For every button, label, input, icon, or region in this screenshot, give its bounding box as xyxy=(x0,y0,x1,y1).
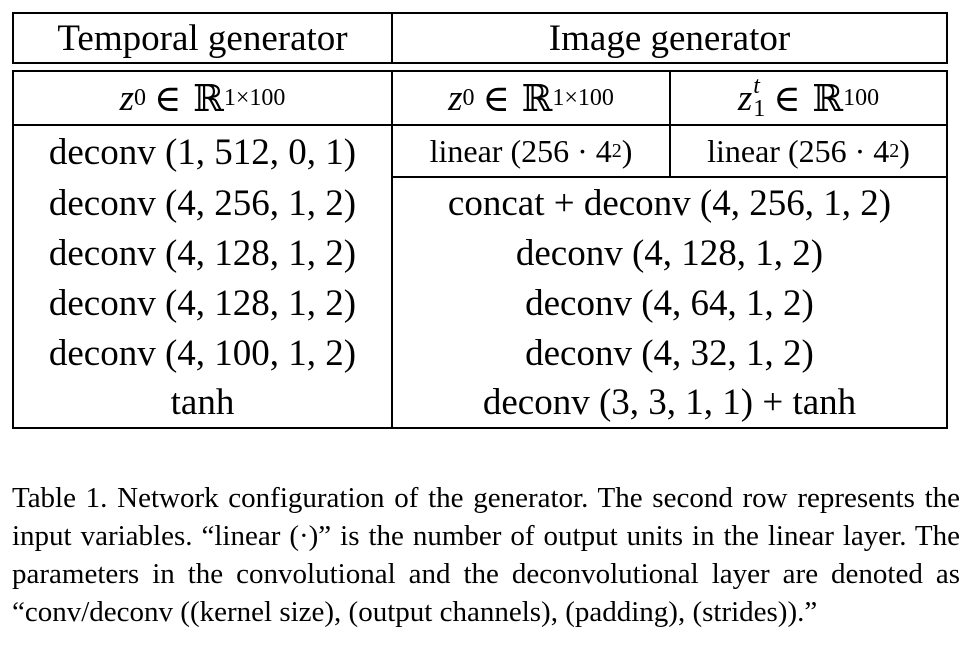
temporal-generator-header: Temporal generator xyxy=(57,17,348,59)
image-time-input-sup: 100 xyxy=(843,85,880,111)
temporal-input-set: ∈ ℝ xyxy=(153,76,224,120)
image-input-sup: 1×100 xyxy=(552,85,614,111)
image-time-input-set: ∈ ℝ xyxy=(773,76,844,120)
image-linear-left-close: ) xyxy=(621,133,633,169)
image-time-input-sup-letter: t xyxy=(753,73,760,100)
temporal-layer-4: deconv (4, 128, 1, 2) xyxy=(48,282,357,324)
temporal-layer-1: deconv (1, 512, 0, 1) xyxy=(48,131,357,173)
image-linear-left-sup: 2 xyxy=(611,140,622,162)
image-layer-5: deconv (3, 3, 1, 1) + tanh xyxy=(391,378,946,427)
image-layer-4: deconv (4, 32, 1, 2) xyxy=(391,328,946,378)
image-input-var: z xyxy=(448,77,463,119)
image-linear-right-sup: 2 xyxy=(889,140,900,162)
temporal-input-sup: 1×100 xyxy=(223,85,286,111)
image-linear-right-text: linear (256 · 4 xyxy=(707,133,890,169)
image-time-input-sub: 1 xyxy=(753,96,766,122)
temporal-layer-6: tanh xyxy=(170,382,235,423)
image-generator-header: Image generator xyxy=(391,14,946,62)
image-time-input-var: z xyxy=(737,77,753,119)
table-caption: Table 1. Network configuration of the ge… xyxy=(12,482,960,628)
header-table: Temporal generator Image generator xyxy=(12,12,948,64)
image-linear-right-close: ) xyxy=(899,133,910,169)
image-input-set: ∈ ℝ xyxy=(482,76,553,120)
temporal-input-sub: 0 xyxy=(133,85,146,111)
image-layer-3: deconv (4, 64, 1, 2) xyxy=(391,278,946,328)
temporal-layer-5: deconv (4, 100, 1, 2) xyxy=(48,332,357,374)
image-input-sub: 0 xyxy=(462,85,475,111)
temporal-layer-3: deconv (4, 128, 1, 2) xyxy=(48,232,357,274)
image-layer-2: deconv (4, 128, 1, 2) xyxy=(391,228,946,278)
temporal-input-var: z xyxy=(119,77,134,119)
image-linear-left-text: linear (256 · 4 xyxy=(429,133,612,169)
image-time-input-scripts: t 1 xyxy=(753,73,766,122)
temporal-layer-2: deconv (4, 256, 1, 2) xyxy=(48,182,357,224)
image-layer-1: concat + deconv (4, 256, 1, 2) xyxy=(391,178,946,228)
